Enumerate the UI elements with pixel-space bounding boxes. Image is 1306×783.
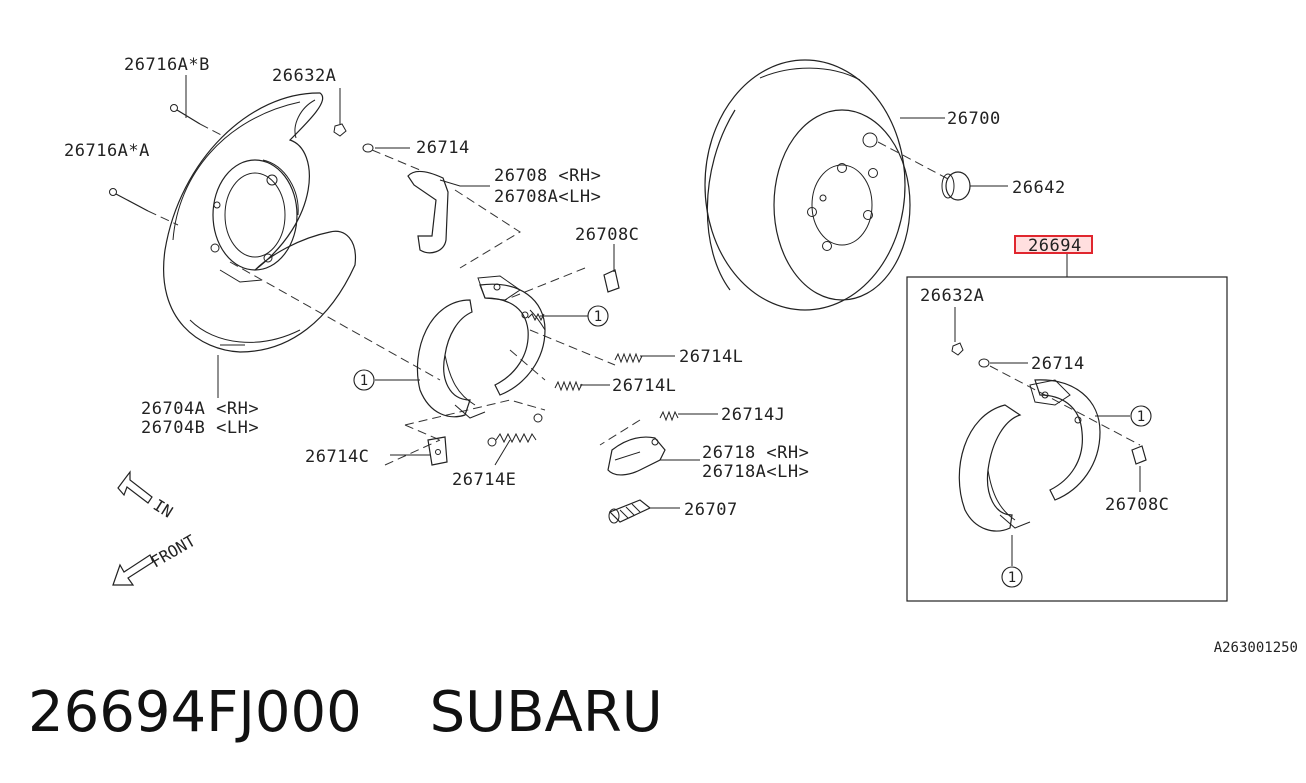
label-26694[interactable]: 26694 — [1028, 236, 1082, 256]
callout-shoe-kit-bottom[interactable]: 1 — [1001, 566, 1023, 588]
label-26708A-lh[interactable]: 26708A<LH> — [494, 187, 601, 207]
label-26718-rh[interactable]: 26718 <RH> — [702, 443, 809, 463]
bolt-26716AB-part[interactable] — [170, 104, 226, 138]
brake-shoe-set-part[interactable] — [416, 275, 546, 419]
lever-26708-part[interactable] — [407, 170, 449, 254]
label-26718A-lh[interactable]: 26718A<LH> — [702, 462, 809, 482]
svg-text:FRONT: FRONT — [148, 531, 200, 572]
in-direction-arrow-icon: IN — [117, 470, 176, 522]
callout-shoe-center-right[interactable]: 1 — [587, 305, 609, 327]
label-26714J[interactable]: 26714J — [721, 405, 785, 425]
kit-nut-26632A-part[interactable] — [951, 342, 964, 356]
disc-rotor-26700-part[interactable] — [704, 59, 911, 311]
callout-shoe-center-left[interactable]: 1 — [353, 369, 375, 391]
footer-title: 26694FJ000 SUBARU — [28, 680, 663, 760]
front-direction-arrow-icon: FRONT — [112, 531, 200, 586]
svg-text:1: 1 — [1137, 409, 1145, 425]
svg-text:1: 1 — [1008, 570, 1016, 586]
spring-26714L-b-part[interactable] — [554, 380, 583, 392]
label-26714C[interactable]: 26714C — [305, 447, 369, 467]
label-26716AA[interactable]: 26716A*A — [64, 141, 150, 161]
spring-26714J-part[interactable] — [659, 410, 679, 422]
part-number-text: 26694FJ000 — [28, 680, 362, 745]
spring-26714E-part[interactable] — [487, 413, 543, 447]
label-26714-top[interactable]: 26714 — [416, 138, 470, 158]
label-26642[interactable]: 26642 — [1012, 178, 1066, 198]
label-26700[interactable]: 26700 — [947, 109, 1001, 129]
strut-26718-part[interactable] — [607, 436, 666, 476]
label-26704B-lh[interactable]: 26704B <LH> — [141, 418, 259, 438]
label-26704A-rh[interactable]: 26704A <RH> — [141, 399, 259, 419]
washer-26714-part[interactable] — [362, 143, 374, 153]
svg-text:IN: IN — [150, 495, 176, 521]
label-26716AB[interactable]: 26716A*B — [124, 55, 210, 75]
nut-26632A-part[interactable] — [333, 123, 347, 137]
kit-brake-shoe-set-part[interactable] — [958, 379, 1101, 532]
bolt-26716AA-part[interactable] — [109, 188, 179, 226]
spring-26714L-a-part[interactable] — [614, 352, 643, 364]
adjuster-26707-part[interactable] — [608, 499, 652, 524]
diagram-code: A263001250 — [1214, 640, 1298, 656]
kit-26694-highlight[interactable] — [1014, 235, 1093, 254]
label-26708C-kit[interactable]: 26708C — [1105, 495, 1169, 515]
kit-pin-26708C-part[interactable] — [1131, 445, 1147, 465]
label-26714E[interactable]: 26714E — [452, 470, 516, 490]
brand-name-text: SUBARU — [429, 680, 663, 745]
label-26632A-kit[interactable]: 26632A — [920, 286, 984, 306]
label-26632A-top[interactable]: 26632A — [272, 66, 336, 86]
kit-washer-26714-part[interactable] — [978, 358, 990, 368]
pin-26708C-part[interactable] — [603, 269, 620, 293]
svg-text:1: 1 — [360, 373, 368, 389]
leader-lines — [185, 75, 1141, 566]
plug-26642-part[interactable] — [941, 171, 971, 201]
label-26714L-b[interactable]: 26714L — [612, 376, 676, 396]
label-26714L-a[interactable]: 26714L — [679, 347, 743, 367]
label-26708-rh[interactable]: 26708 <RH> — [494, 166, 601, 186]
clip-26714C-part[interactable] — [427, 436, 448, 466]
callout-shoe-kit-right[interactable]: 1 — [1130, 405, 1152, 427]
backing-plate-part[interactable] — [163, 92, 357, 353]
svg-text:1: 1 — [594, 309, 602, 325]
label-26708C-top[interactable]: 26708C — [575, 225, 639, 245]
label-26707[interactable]: 26707 — [684, 500, 738, 520]
label-26714-kit[interactable]: 26714 — [1031, 354, 1085, 374]
